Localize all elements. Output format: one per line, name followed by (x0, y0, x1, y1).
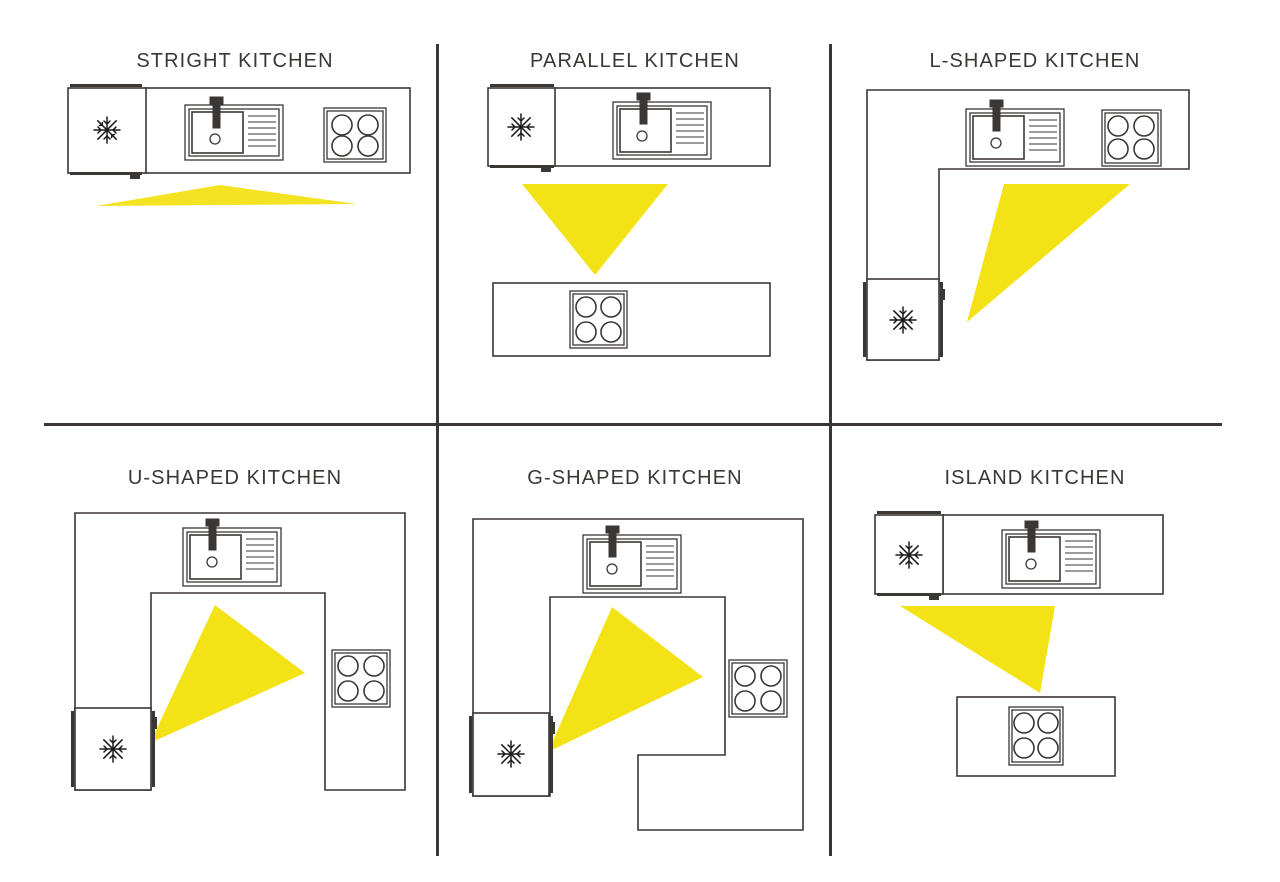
divider-horizontal (44, 423, 1222, 426)
refrigerator (469, 712, 555, 797)
panel-title-straight: STRIGHT KITCHEN (136, 50, 334, 72)
panel-title-g-shaped: G-SHAPED KITCHEN (527, 467, 743, 489)
counter-run-bottom (492, 282, 771, 357)
drainboard-lines (676, 112, 704, 144)
panel-island (874, 511, 1164, 777)
work-triangle (150, 605, 305, 743)
drainboard-lines (646, 545, 674, 577)
snowflake-icon (93, 116, 121, 144)
refrigerator (67, 84, 147, 179)
panel-u-shaped (71, 512, 406, 791)
panel-g-shaped (469, 518, 804, 831)
sink (182, 518, 282, 587)
sink (184, 96, 284, 161)
island-counter (956, 696, 1116, 777)
drainboard-lines (1065, 540, 1093, 572)
counter-run-top (553, 87, 771, 167)
cooktop (728, 659, 788, 718)
refrigerator (863, 278, 945, 361)
snowflake-icon (895, 541, 923, 569)
sink (612, 92, 712, 160)
panel-straight (67, 84, 411, 206)
drainboard-lines (1029, 119, 1057, 151)
snowflake-icon (507, 113, 535, 141)
snowflake-icon (99, 735, 127, 763)
drainboard-lines (246, 538, 274, 570)
cooktop (569, 290, 628, 349)
sink (965, 99, 1065, 167)
drainboard-lines (248, 115, 276, 147)
cooktop (331, 649, 391, 708)
cooktop (323, 107, 387, 163)
panel-title-island: ISLAND KITCHEN (944, 467, 1126, 489)
panel-l-shaped (863, 89, 1190, 361)
cooktop (1008, 706, 1064, 766)
work-triangle (548, 607, 703, 752)
snowflake-icon (497, 740, 525, 768)
panel-title-l-shaped: L-SHAPED KITCHEN (929, 50, 1141, 72)
refrigerator (874, 511, 944, 600)
snowflake-icon (889, 306, 917, 334)
divider-vertical-right (829, 44, 832, 856)
work-triangle (522, 184, 668, 275)
work-triangle (96, 185, 357, 206)
refrigerator (487, 84, 556, 172)
counter-run-top (942, 514, 1164, 595)
panel-title-parallel: PARALLEL KITCHEN (530, 50, 740, 72)
work-triangle (967, 184, 1130, 322)
cooktop (1101, 109, 1162, 167)
work-triangle (900, 606, 1055, 693)
refrigerator (71, 707, 157, 791)
panel-title-u-shaped: U-SHAPED KITCHEN (127, 467, 343, 489)
sink (582, 525, 682, 594)
divider-vertical-left (436, 44, 439, 856)
sink (1001, 520, 1101, 589)
panel-parallel (487, 84, 771, 357)
